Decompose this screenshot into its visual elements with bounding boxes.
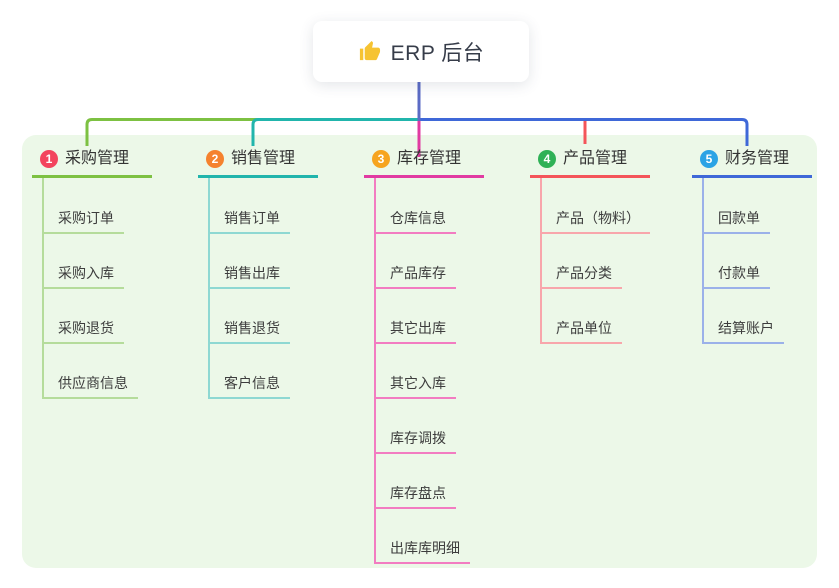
badge-3: 3 [372, 150, 390, 168]
branch-title-sales[interactable]: 2 销售管理 [198, 148, 318, 178]
node-outbound-detail[interactable]: 出库库明细 [374, 538, 470, 564]
branch-label: 财务管理 [725, 150, 790, 167]
branch-title-purchase[interactable]: 1 采购管理 [32, 148, 152, 178]
badge-5: 5 [700, 150, 718, 168]
branches-panel [22, 135, 817, 568]
branch-child-line [702, 178, 704, 344]
branch-child-line [374, 178, 376, 564]
node-settlement-account[interactable]: 结算账户 [702, 318, 784, 344]
branch-sales: 2 销售管理 销售订单 销售出库 销售退货 客户信息 [198, 0, 378, 588]
root-label: ERP 后台 [390, 41, 485, 65]
branch-finance: 5 财务管理 回款单 付款单 结算账户 [692, 0, 839, 588]
node-customer-info[interactable]: 客户信息 [208, 373, 290, 399]
node-stock-count[interactable]: 库存盘点 [374, 483, 456, 509]
node-other-outbound[interactable]: 其它出库 [374, 318, 456, 344]
branch-label: 库存管理 [397, 150, 462, 167]
node-product-stock[interactable]: 产品库存 [374, 263, 456, 289]
node-warehouse-info[interactable]: 仓库信息 [374, 208, 456, 234]
node-receipt-bill[interactable]: 回款单 [702, 208, 770, 234]
badge-1: 1 [40, 150, 58, 168]
branch-child-line [540, 178, 542, 344]
branch-product: 4 产品管理 产品（物料） 产品分类 产品单位 [530, 0, 710, 588]
root-node[interactable]: ERP 后台 [313, 21, 529, 82]
node-purchase-order[interactable]: 采购订单 [42, 208, 124, 234]
branch-label: 采购管理 [65, 150, 130, 167]
branch-label: 销售管理 [231, 150, 296, 167]
branch-purchase: 1 采购管理 采购订单 采购入库 采购退货 供应商信息 [32, 0, 212, 588]
node-sales-outbound[interactable]: 销售出库 [208, 263, 290, 289]
branch-inventory: 3 库存管理 仓库信息 产品库存 其它出库 其它入库 库存调拨 库存盘点 出库库… [364, 0, 544, 588]
node-product-category[interactable]: 产品分类 [540, 263, 622, 289]
node-supplier-info[interactable]: 供应商信息 [42, 373, 138, 399]
node-product-material[interactable]: 产品（物料） [540, 208, 650, 234]
badge-2: 2 [206, 150, 224, 168]
node-sales-order[interactable]: 销售订单 [208, 208, 290, 234]
node-sales-return[interactable]: 销售退货 [208, 318, 290, 344]
node-other-inbound[interactable]: 其它入库 [374, 373, 456, 399]
branch-label: 产品管理 [563, 150, 628, 167]
node-purchase-return[interactable]: 采购退货 [42, 318, 124, 344]
branch-title-inventory[interactable]: 3 库存管理 [364, 148, 484, 178]
branch-title-product[interactable]: 4 产品管理 [530, 148, 650, 178]
node-purchase-inbound[interactable]: 采购入库 [42, 263, 124, 289]
node-payment-bill[interactable]: 付款单 [702, 263, 770, 289]
branch-title-finance[interactable]: 5 财务管理 [692, 148, 812, 178]
node-stock-transfer[interactable]: 库存调拨 [374, 428, 456, 454]
thumbs-up-icon [359, 40, 380, 61]
badge-4: 4 [538, 150, 556, 168]
node-product-unit[interactable]: 产品单位 [540, 318, 622, 344]
